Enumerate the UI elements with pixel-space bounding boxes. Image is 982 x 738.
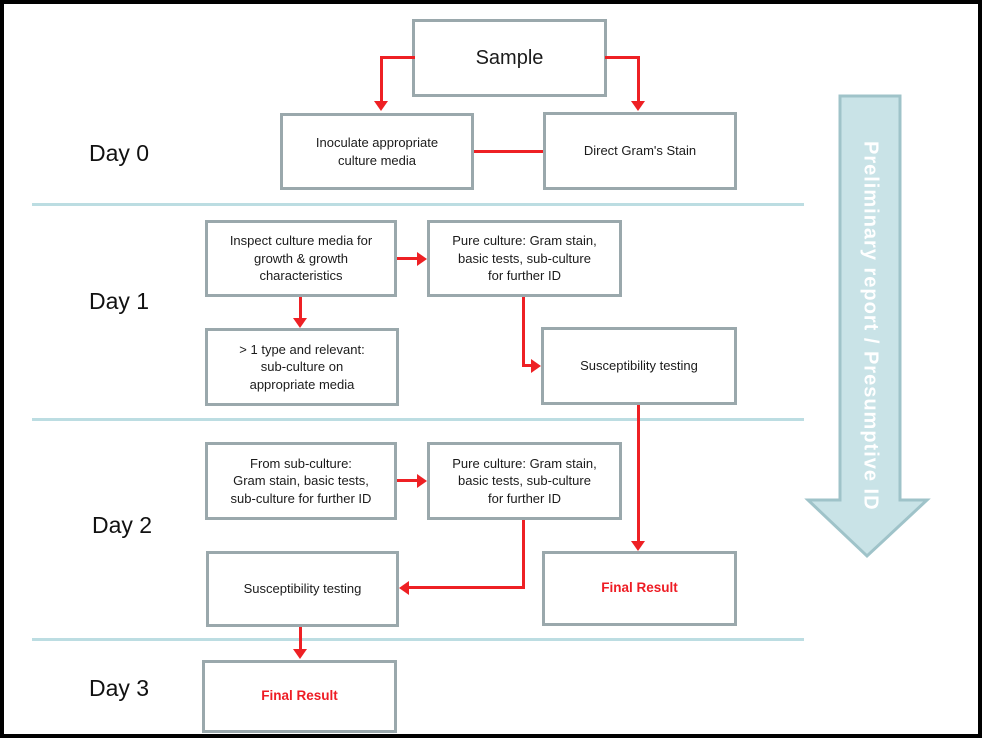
node-sample: Sample — [412, 19, 607, 97]
arrowhead-right-icon — [417, 252, 427, 266]
arrowhead-down-icon — [631, 101, 645, 111]
connector-pure1-to-suscept1-h — [522, 364, 534, 367]
connector-suscept1-to-final2 — [637, 405, 640, 543]
node-inoculate-media: Inoculate appropriate culture media — [280, 113, 474, 190]
day2-day3-divider — [32, 638, 804, 641]
node-final-result-day2: Final Result — [542, 551, 737, 626]
connector-sample-to-inoculate-h — [380, 56, 415, 59]
node-final-result-day3-label: Final Result — [261, 688, 338, 704]
node-pure-culture-day2-label: Pure culture: Gram stain, basic tests, s… — [452, 455, 597, 506]
node-from-subculture: From sub-culture: Gram stain, basic test… — [205, 442, 397, 520]
node-sample-label: Sample — [475, 46, 544, 69]
connector-inoculate-gramstain — [474, 150, 543, 153]
node-final-result-day3: Final Result — [202, 660, 397, 733]
day0-day1-divider — [32, 203, 804, 206]
connector-sample-to-gramstain-h — [605, 56, 640, 59]
node-inspect-media-label: Inspect culture media for growth & growt… — [229, 233, 373, 284]
day1-day2-divider — [32, 418, 804, 421]
node-final-result-day2-label: Final Result — [601, 580, 678, 596]
day3-label: Day 3 — [89, 675, 150, 701]
node-from-subculture-label: From sub-culture: Gram stain, basic test… — [230, 455, 372, 506]
node-pure-culture-day2: Pure culture: Gram stain, basic tests, s… — [427, 442, 622, 520]
connector-suscept2-to-final3 — [299, 627, 302, 650]
node-inspect-media: Inspect culture media for growth & growt… — [205, 220, 397, 297]
connector-fromsub-to-pure2 — [397, 479, 419, 482]
connector-pure2-to-suscept2-h — [409, 586, 525, 589]
preliminary-report-arrow-label: Preliminary report / Presumptive ID — [859, 141, 882, 511]
node-susceptibility-day1: Susceptibility testing — [541, 327, 737, 405]
node-pure-culture-day1-label: Pure culture: Gram stain, basic tests, s… — [452, 233, 597, 284]
day2-label: Day 2 — [92, 512, 153, 538]
day1-label: Day 1 — [89, 288, 150, 314]
node-susceptibility-day2: Susceptibility testing — [206, 551, 399, 627]
arrowhead-down-icon — [374, 101, 388, 111]
connector-inspect-to-gt1type — [299, 297, 302, 321]
node-pure-culture-day1: Pure culture: Gram stain, basic tests, s… — [427, 220, 622, 297]
connector-inspect-to-pure1 — [397, 257, 419, 260]
node-direct-gram-stain-label: Direct Gram's Stain — [583, 143, 697, 159]
arrowhead-down-icon — [293, 649, 307, 659]
arrowhead-down-icon — [293, 318, 307, 328]
node-susceptibility-day1-label: Susceptibility testing — [580, 358, 698, 374]
connector-pure1-to-suscept1-v — [522, 297, 525, 367]
connector-sample-to-inoculate-v — [380, 56, 383, 102]
node-susceptibility-day2-label: Susceptibility testing — [243, 581, 362, 597]
connector-sample-to-gramstain-v — [637, 56, 640, 102]
node-inoculate-media-label: Inoculate appropriate culture media — [315, 134, 439, 168]
node-gt1-type-subculture: > 1 type and relevant: sub-culture on ap… — [205, 328, 399, 406]
day0-label: Day 0 — [89, 140, 150, 166]
arrowhead-down-icon — [631, 541, 645, 551]
arrowhead-right-icon — [531, 359, 541, 373]
arrowhead-left-icon — [399, 581, 409, 595]
preliminary-report-arrow — [804, 94, 931, 559]
node-gt1-type-subculture-label: > 1 type and relevant: sub-culture on ap… — [239, 341, 365, 392]
arrowhead-right-icon — [417, 474, 427, 488]
connector-pure2-to-suscept2-v — [522, 520, 525, 589]
node-direct-gram-stain: Direct Gram's Stain — [543, 112, 737, 190]
